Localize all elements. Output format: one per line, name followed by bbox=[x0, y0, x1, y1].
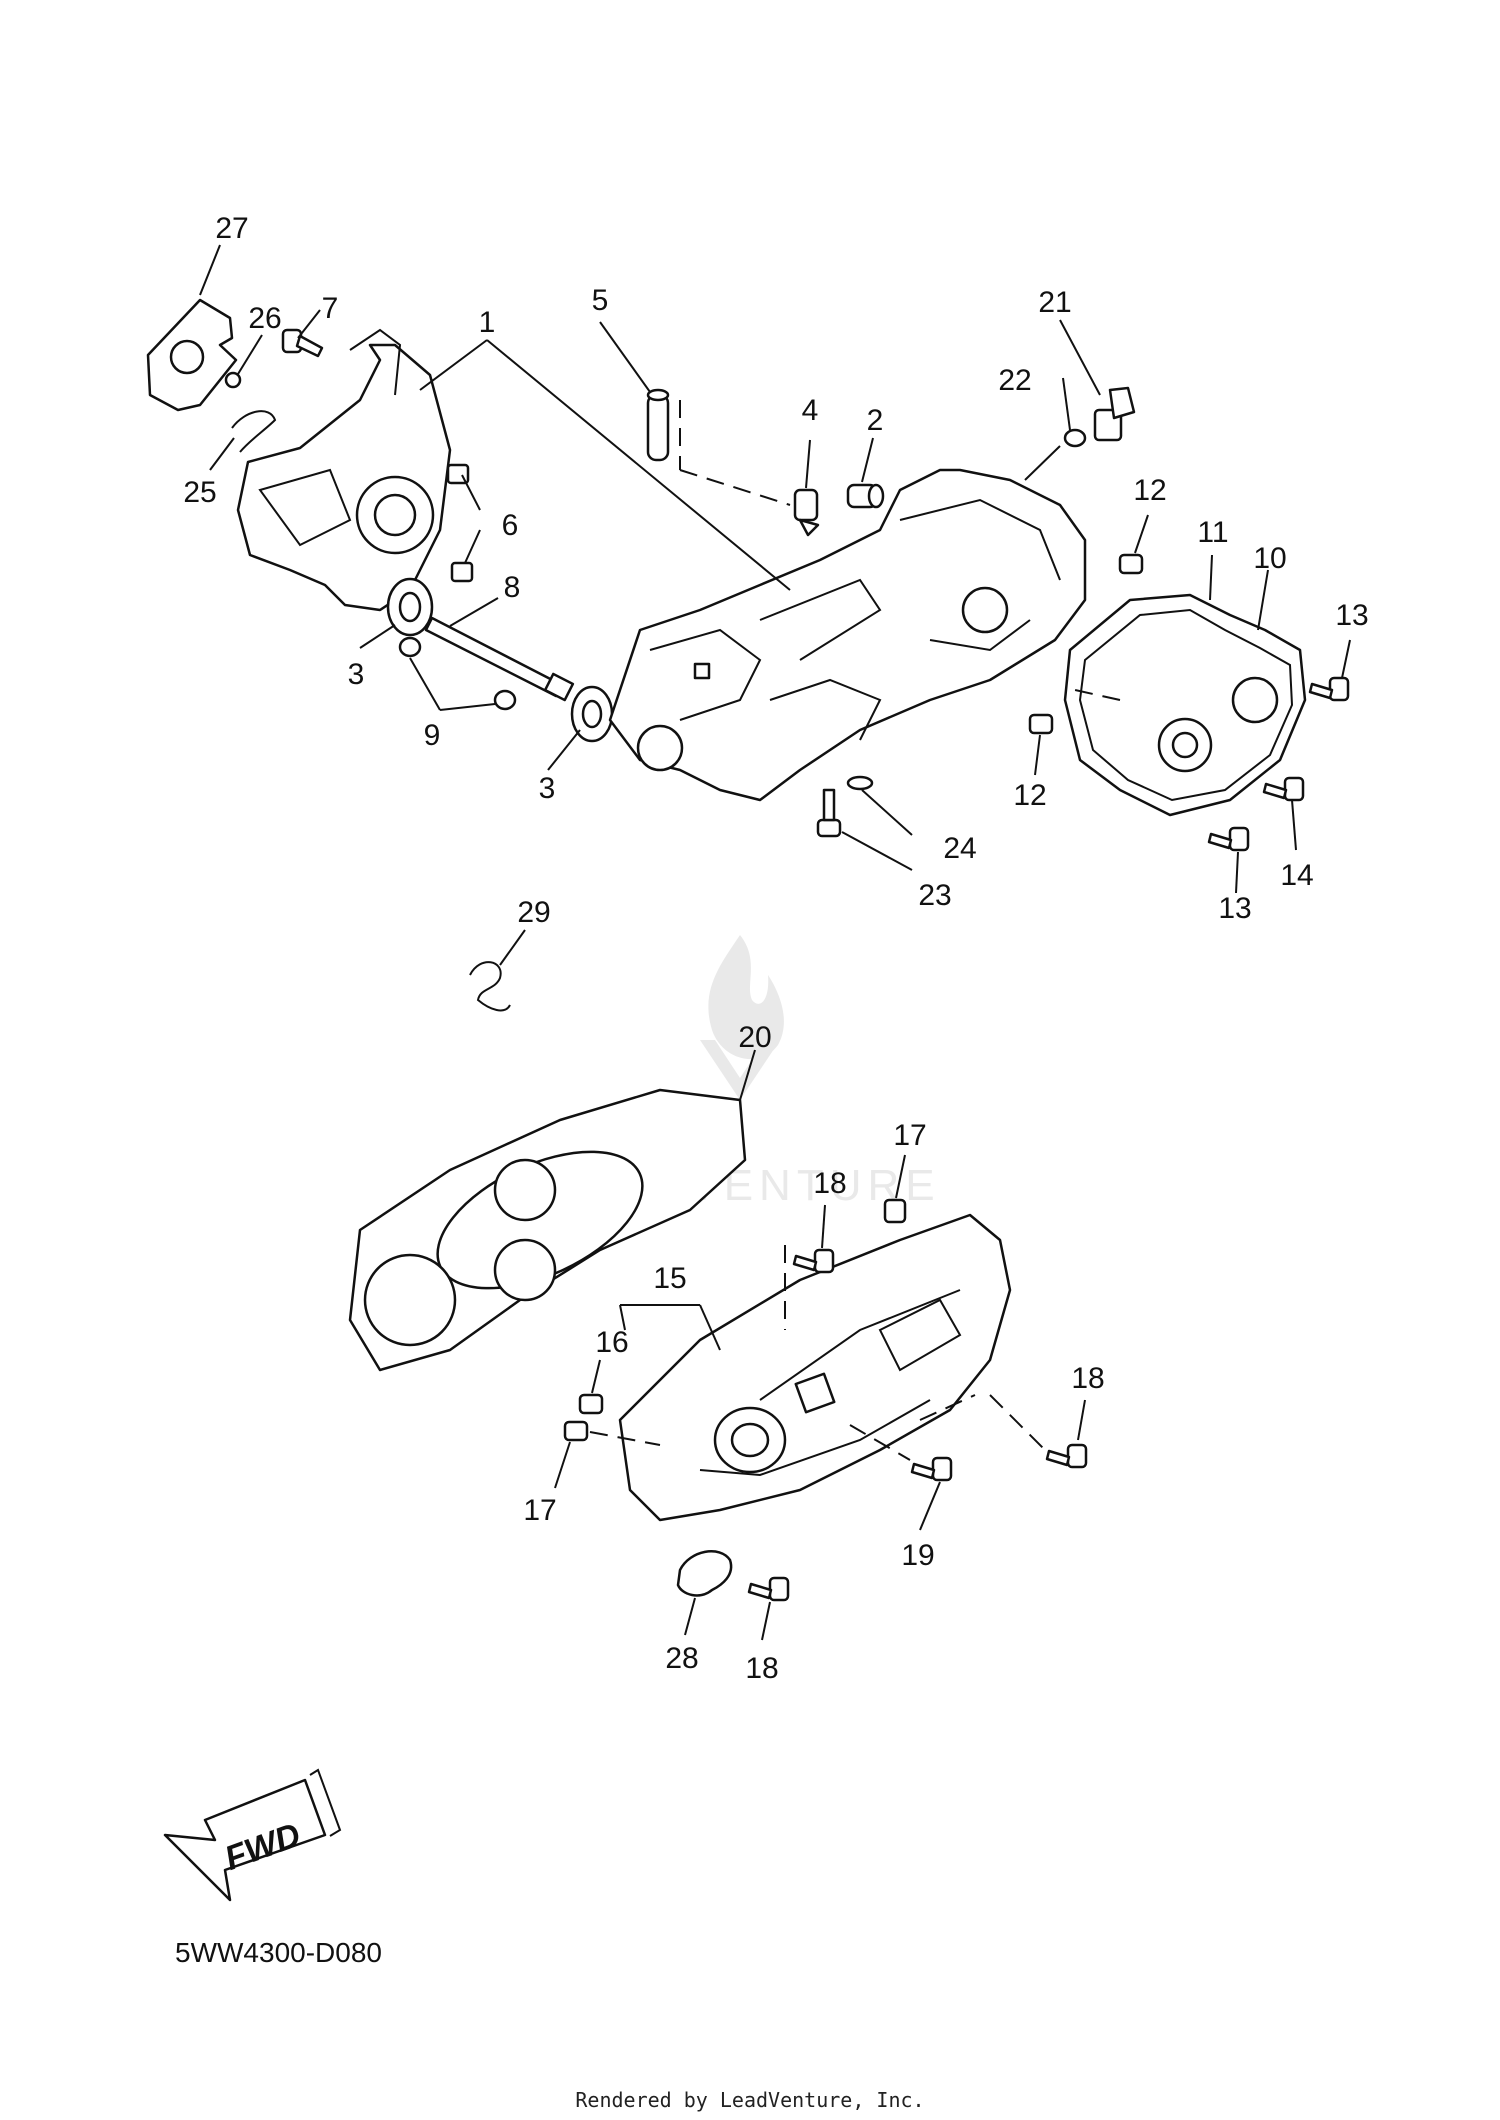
callout-16: 16 bbox=[595, 1326, 628, 1359]
callout-18-bottom: 18 bbox=[745, 1652, 778, 1685]
callout-18-right: 18 bbox=[1071, 1362, 1104, 1395]
callout-5: 5 bbox=[592, 284, 609, 317]
part-17-dowel-upper bbox=[883, 1198, 907, 1224]
callout-20: 20 bbox=[738, 1021, 771, 1054]
callout-8: 8 bbox=[504, 571, 521, 604]
part-12-dowel-lower bbox=[1028, 713, 1054, 735]
part-left-crankcase bbox=[236, 343, 452, 612]
callout-12-top: 12 bbox=[1133, 474, 1166, 507]
part-11-gasket bbox=[1078, 608, 1294, 802]
callout-17-top: 17 bbox=[893, 1119, 926, 1152]
callout-15: 15 bbox=[653, 1262, 686, 1295]
callout-23: 23 bbox=[918, 879, 951, 912]
part-18-bolt-right bbox=[1045, 1443, 1088, 1469]
callout-6: 6 bbox=[502, 509, 519, 542]
callout-25: 25 bbox=[183, 476, 216, 509]
part-9-key-a bbox=[398, 636, 422, 658]
part-3-bearing-left bbox=[386, 577, 434, 637]
diagram-code: 5WW4300-D080 bbox=[175, 1937, 382, 1968]
callout-9: 9 bbox=[424, 719, 441, 752]
callout-11: 11 bbox=[1197, 516, 1228, 549]
part-13-bolt-top bbox=[1308, 676, 1350, 702]
callout-21: 21 bbox=[1038, 286, 1071, 319]
part-29-clip bbox=[469, 961, 511, 1012]
part-7-bolt bbox=[281, 328, 324, 358]
callout-13-bottom: 13 bbox=[1218, 892, 1251, 925]
part-2-sleeve bbox=[846, 483, 885, 509]
fwd-arrow-icon bbox=[163, 1778, 327, 1902]
callout-2: 2 bbox=[867, 404, 884, 437]
part-22-oring bbox=[1063, 428, 1087, 448]
flame-logo-icon bbox=[708, 935, 784, 1060]
part-19-bolt bbox=[910, 1456, 953, 1482]
callout-3-right: 3 bbox=[539, 772, 556, 805]
part-21-plug bbox=[1093, 386, 1136, 442]
part-18-bolt-bottom bbox=[747, 1576, 790, 1602]
part-16-dowel bbox=[578, 1393, 604, 1415]
part-24-washer bbox=[846, 775, 874, 791]
callout-7: 7 bbox=[322, 292, 339, 325]
part-1-crankcase bbox=[608, 468, 1087, 802]
callout-17-bottom: 17 bbox=[523, 1494, 556, 1527]
callout-27: 27 bbox=[215, 212, 248, 245]
part-18-bolt-top bbox=[792, 1248, 835, 1274]
callout-26: 26 bbox=[248, 302, 281, 335]
part-23-bolt bbox=[816, 788, 842, 838]
callout-1: 1 bbox=[479, 306, 496, 339]
part-14-bolt bbox=[1262, 776, 1305, 802]
part-28-bracket bbox=[676, 1550, 733, 1597]
callout-22: 22 bbox=[998, 364, 1031, 397]
part-26-bolt bbox=[224, 371, 242, 389]
callout-28: 28 bbox=[665, 1642, 698, 1675]
part-5-pin bbox=[646, 388, 670, 462]
fwd-arrow: FWD bbox=[163, 1768, 342, 1902]
leader-lines-upper bbox=[199, 244, 1351, 894]
part-8-shaft bbox=[424, 616, 564, 698]
callout-12-lower: 12 bbox=[1013, 779, 1046, 812]
callout-13-top: 13 bbox=[1335, 599, 1368, 632]
leader-lines-lower bbox=[554, 1154, 1086, 1641]
callout-14: 14 bbox=[1280, 859, 1313, 892]
chevron-logo-icon bbox=[700, 1040, 780, 1100]
part-27-hole bbox=[169, 339, 205, 375]
part-4-fitting bbox=[793, 488, 820, 537]
callout-10: 10 bbox=[1253, 542, 1286, 575]
part-9-key-b bbox=[493, 689, 517, 711]
part-6-dowel-bottom bbox=[450, 561, 474, 583]
callout-29: 29 bbox=[517, 896, 550, 929]
footer-credit: Rendered by LeadVenture, Inc. bbox=[575, 2088, 924, 2112]
part-25-clip bbox=[231, 410, 277, 453]
callout-4: 4 bbox=[802, 394, 819, 427]
callout-3-left: 3 bbox=[348, 658, 365, 691]
callout-labels: 27 26 7 25 1 5 4 2 21 22 6 8 3 3 9 12 11… bbox=[183, 212, 1368, 1685]
part-12-dowel-top bbox=[1118, 553, 1144, 575]
part-17-dowel-lower bbox=[563, 1420, 589, 1442]
callout-19: 19 bbox=[901, 1539, 934, 1572]
part-10-cover bbox=[1063, 593, 1307, 817]
part-13-bolt-bottom bbox=[1207, 826, 1250, 852]
callout-18-top: 18 bbox=[813, 1167, 846, 1200]
callout-24: 24 bbox=[943, 832, 976, 865]
